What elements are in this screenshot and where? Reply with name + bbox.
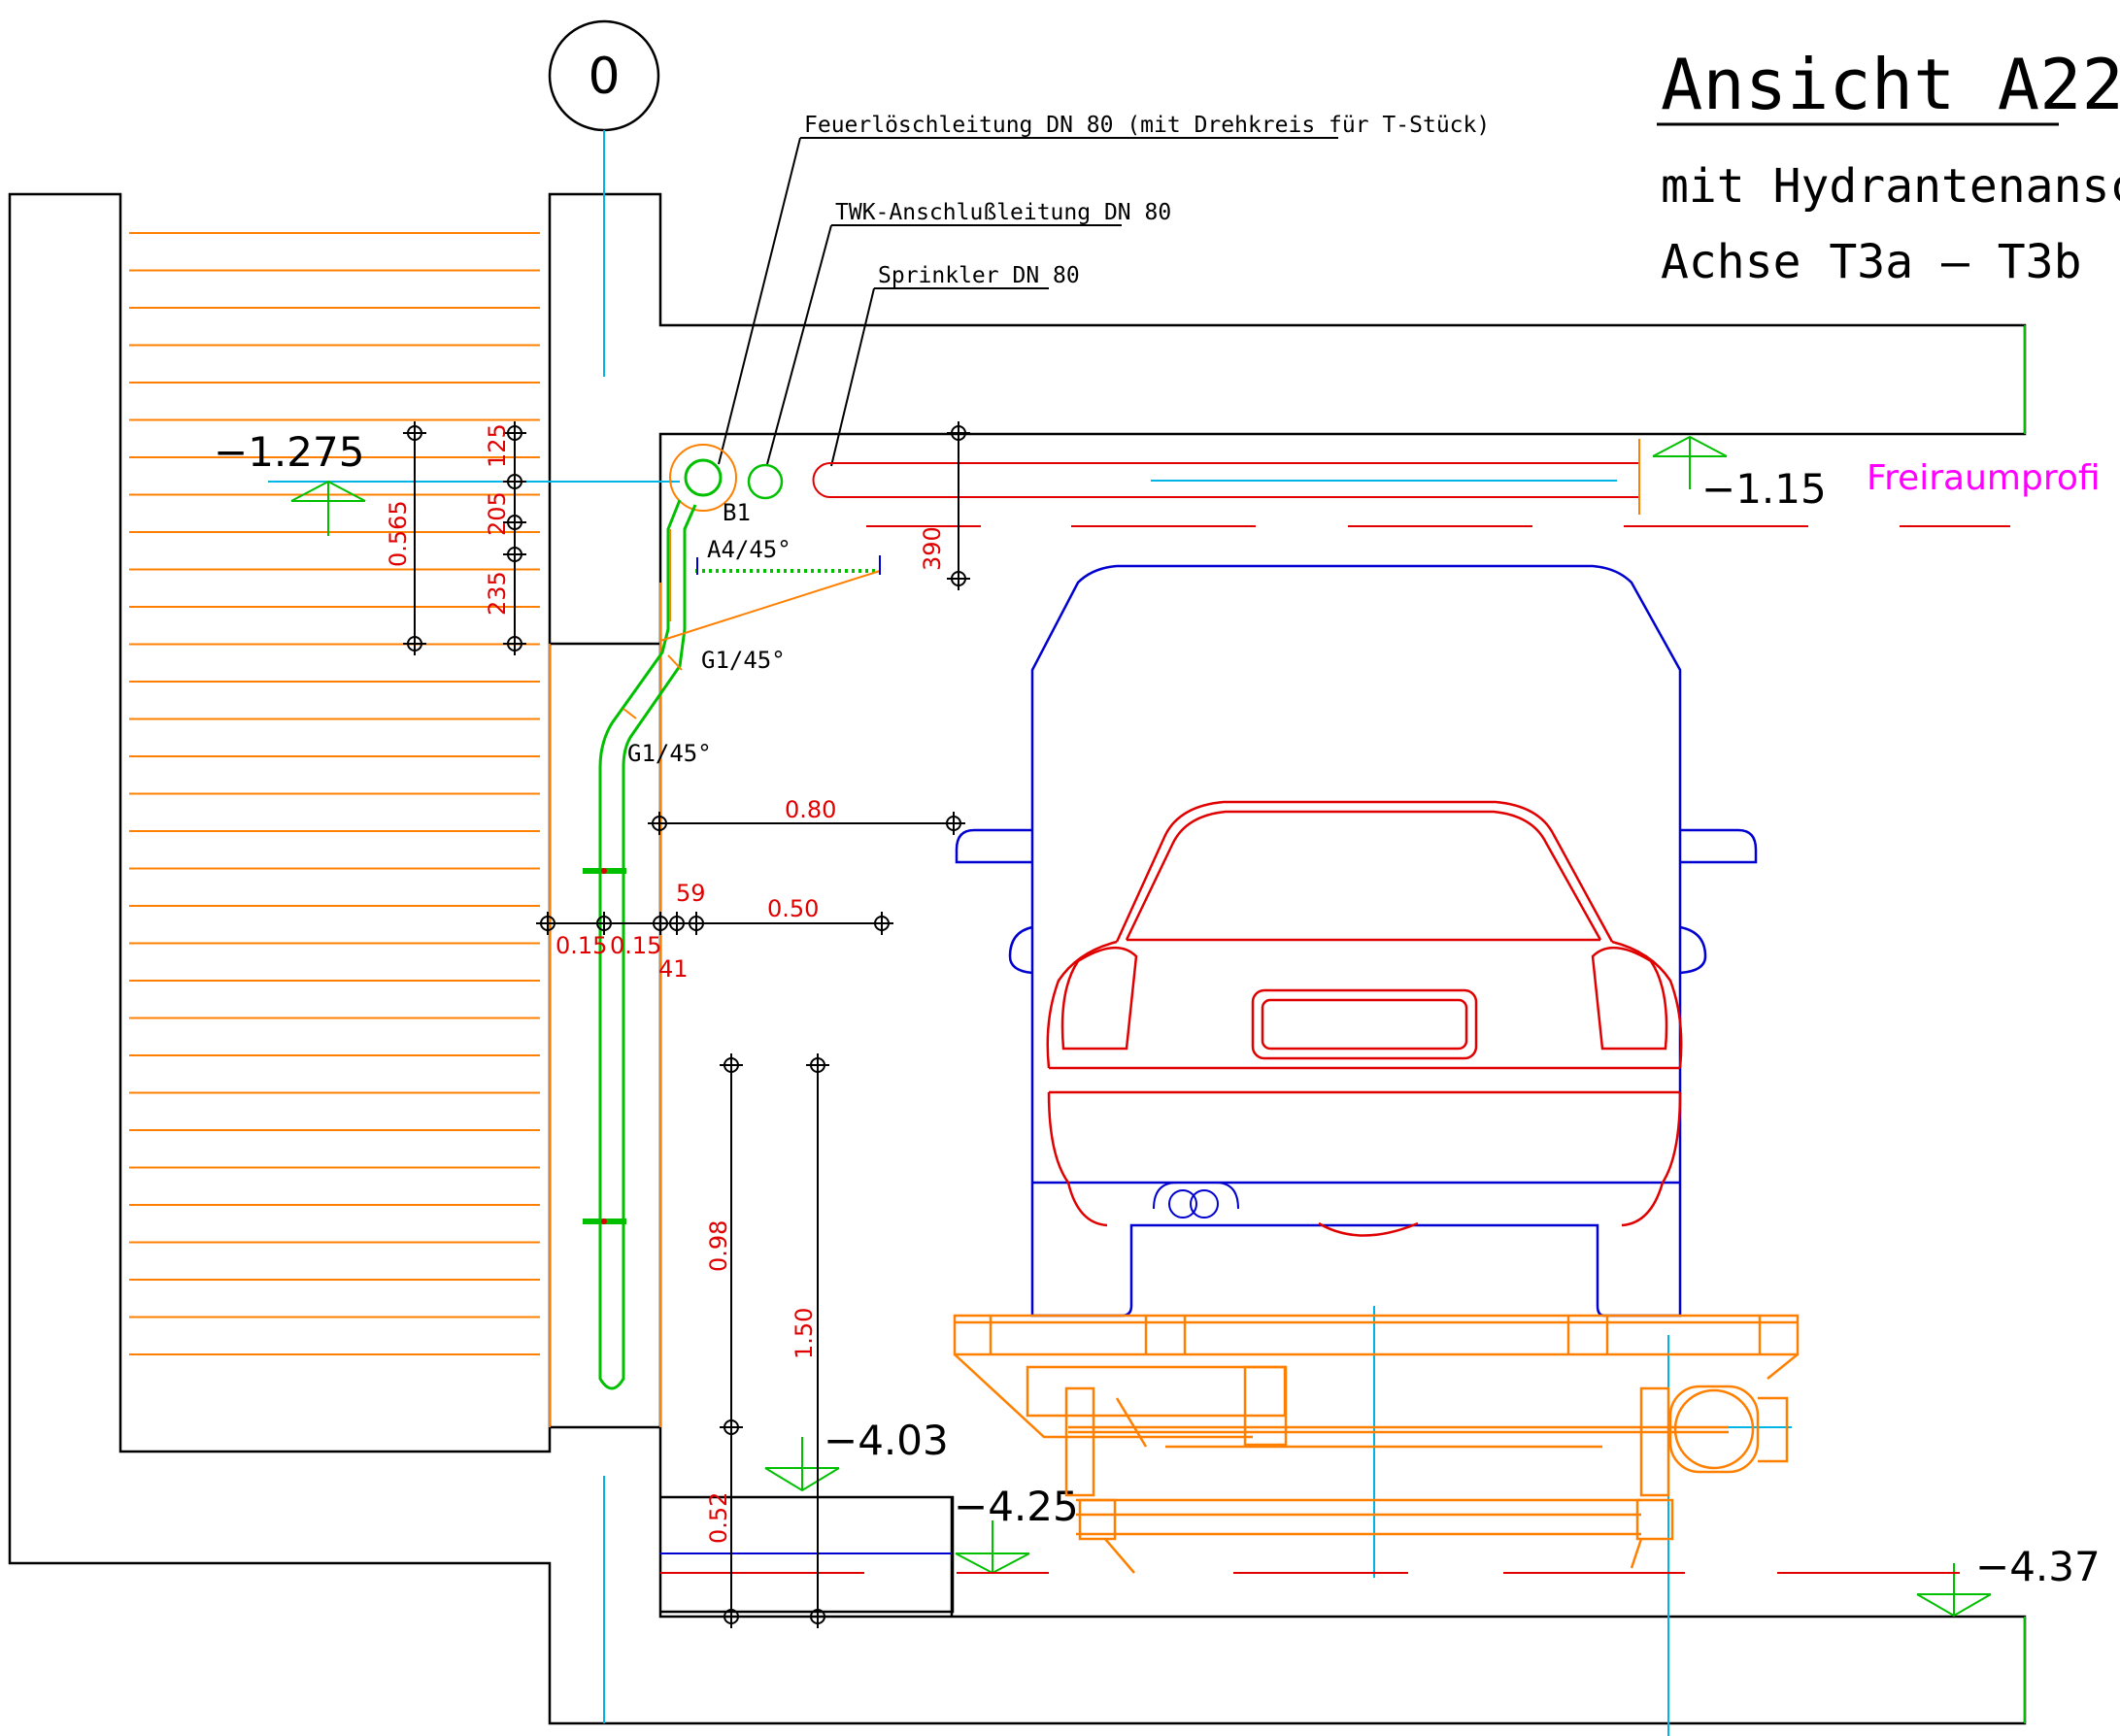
dimension-tick xyxy=(947,567,970,590)
callout-sprinkler xyxy=(830,287,1049,467)
dimension-lines xyxy=(414,433,959,1617)
dimension-tick xyxy=(720,1053,743,1077)
twk-pipe xyxy=(747,463,784,500)
view-subtitle-2: Achse T3a – T3b xyxy=(1661,235,2081,289)
callout-twk-line xyxy=(766,224,1122,465)
dimension-tick xyxy=(503,543,526,566)
car-exhaust xyxy=(1153,1182,1239,1219)
dimension-ticks xyxy=(403,421,970,1628)
level-floor-step: −4.03 xyxy=(824,1417,949,1464)
parking-pallet xyxy=(953,1314,1800,1574)
fitting-g1-upper: G1/45° xyxy=(701,647,786,674)
dim-150: 1.50 xyxy=(791,1308,818,1359)
dimension-tick xyxy=(806,1053,829,1077)
level-marker-right xyxy=(1652,435,1728,489)
dim-050: 0.50 xyxy=(767,895,819,922)
dimension-tick xyxy=(685,912,708,935)
level-floor-right: −4.37 xyxy=(1975,1543,2101,1590)
dim-080: 0.80 xyxy=(785,796,836,823)
dimension-tick xyxy=(503,421,526,445)
dimension-tick xyxy=(648,812,671,835)
callout-twk-line-label: TWK-Anschlußleitung DN 80 xyxy=(835,200,1171,225)
callout-fire-line xyxy=(718,137,1338,465)
view-title: Ansicht A22 xyxy=(1661,44,2120,125)
axis-marker: 0 xyxy=(548,19,660,132)
dim-59: 59 xyxy=(676,880,706,907)
level-left: −1.275 xyxy=(214,428,364,476)
dimension-tick xyxy=(403,632,426,655)
dim-390: 390 xyxy=(919,526,946,571)
dimension-tick xyxy=(947,421,970,445)
profile-label: Freiraumprofi xyxy=(1867,458,2101,498)
dim-015-b: 0.15 xyxy=(610,932,661,959)
car-rear-view xyxy=(1046,800,1683,1237)
wall-lining xyxy=(549,583,661,1427)
dimension-tick xyxy=(403,421,426,445)
dimension-tick xyxy=(942,812,965,835)
dimension-tick xyxy=(720,1605,743,1628)
wall-hatch xyxy=(129,232,540,1355)
dim-235: 235 xyxy=(484,571,511,616)
dim-0565: 0.565 xyxy=(385,500,412,567)
fitting-b1: B1 xyxy=(723,499,751,526)
level-pit: −4.25 xyxy=(954,1483,1079,1530)
dimension-tick xyxy=(720,1416,743,1439)
dim-052: 0.52 xyxy=(705,1492,732,1544)
sprinkler-pipe xyxy=(812,439,1640,515)
level-marker-left xyxy=(290,480,366,536)
level-right: −1.15 xyxy=(1701,465,1827,513)
dim-125: 125 xyxy=(484,423,511,468)
axis-marker-label: 0 xyxy=(588,48,620,106)
dimension-tick xyxy=(806,1605,829,1628)
view-subtitle-1: mit Hydrantenanschluß xyxy=(1661,159,2120,214)
dimension-tick xyxy=(536,912,559,935)
callout-sprinkler-label: Sprinkler DN 80 xyxy=(878,263,1080,288)
dim-41: 41 xyxy=(658,955,689,983)
clearance-profile xyxy=(660,525,2010,1574)
dimension-tick xyxy=(592,912,616,935)
dim-015-a: 0.15 xyxy=(555,932,607,959)
fitting-g1-lower: G1/45° xyxy=(627,740,712,767)
dimension-tick xyxy=(503,470,526,493)
dim-205: 205 xyxy=(484,491,511,536)
dimension-tick xyxy=(503,511,526,534)
dim-098: 0.98 xyxy=(705,1220,732,1272)
fitting-a4: A4/45° xyxy=(707,536,791,563)
level-marker-step xyxy=(764,1437,840,1492)
callout-fire-line-label: Feuerlöschleitung DN 80 (mit Drehkreis f… xyxy=(804,113,1490,138)
dimension-tick xyxy=(503,632,526,655)
branch-a4 xyxy=(659,555,881,642)
dimension-tick xyxy=(870,912,893,935)
fire-pipe xyxy=(583,444,737,1390)
